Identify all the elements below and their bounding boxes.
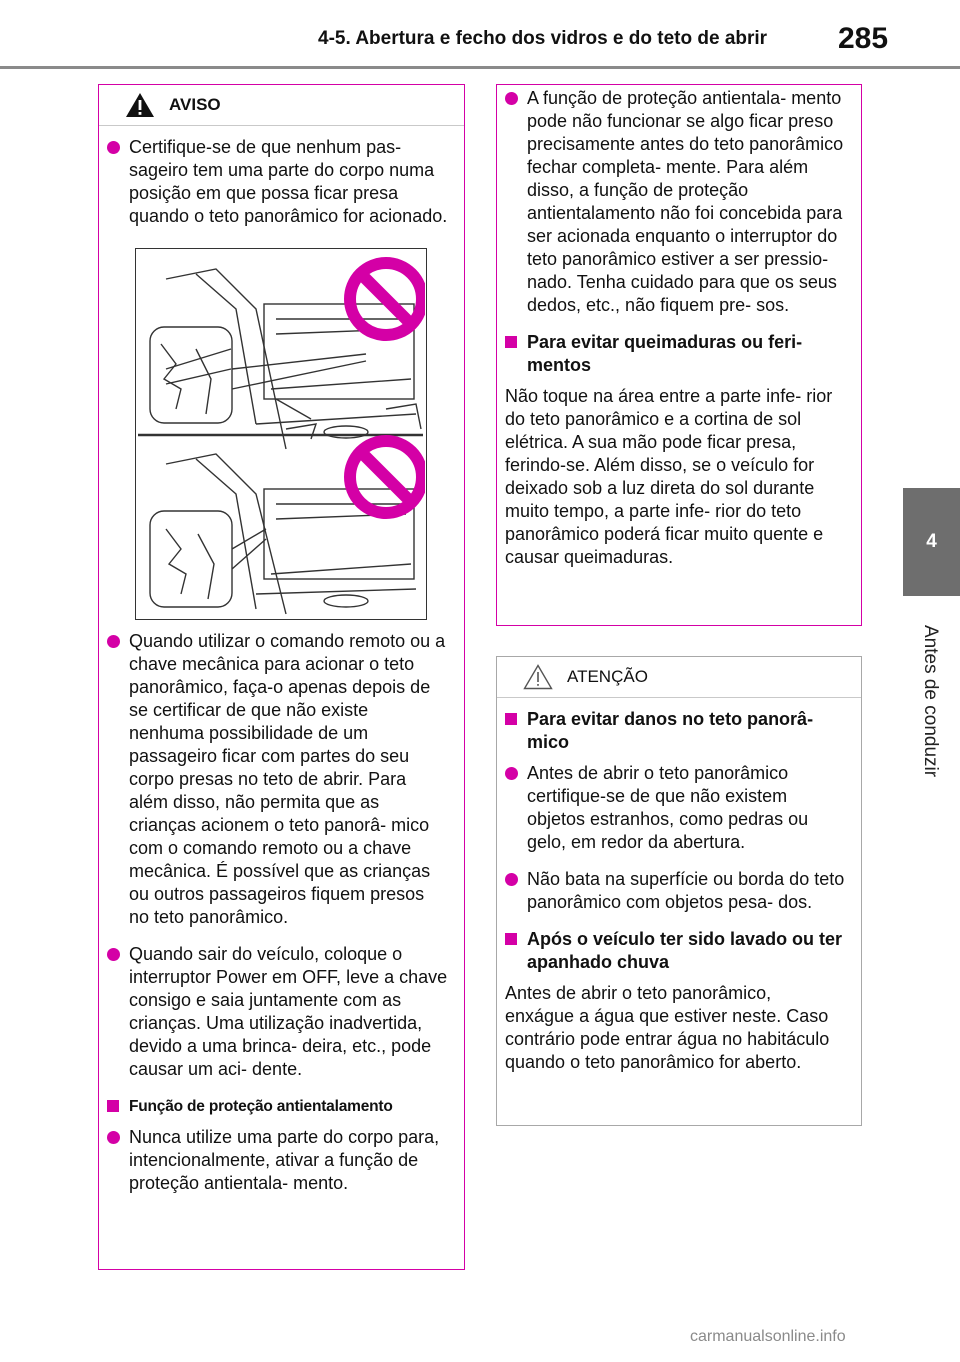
chapter-title: Antes de conduzir bbox=[920, 624, 941, 778]
warning-item-text: A função de proteção antientala- mento p… bbox=[527, 88, 844, 315]
warning-subheading: Função de proteção antientalamento bbox=[107, 1095, 448, 1118]
caution-item-text: Antes de abrir o teto panorâmico certifi… bbox=[527, 763, 809, 852]
page-number: 285 bbox=[838, 22, 889, 55]
warning-item: Quando utilizar o comando remoto ou a ch… bbox=[107, 630, 448, 929]
caution-header: ATENÇÃO bbox=[497, 657, 861, 698]
section-title: 4-5. Abertura e fecho dos vidros e do te… bbox=[318, 28, 768, 49]
warning-item: Certifique-se de que nenhum pas- sageiro… bbox=[107, 136, 448, 228]
prohibited-icon bbox=[344, 435, 425, 519]
warning-item-text: Quando utilizar o comando remoto ou a ch… bbox=[129, 631, 446, 927]
caution-subheading: Após o veículo ter sido lavado ou ter ap… bbox=[505, 928, 845, 974]
warning-subheading: Para evitar queimaduras ou feri- mentos bbox=[505, 331, 845, 377]
square-bullet-icon bbox=[107, 1100, 119, 1112]
warning-item-text: Certifique-se de que nenhum pas- sageiro… bbox=[129, 137, 448, 226]
warning-title: AVISO bbox=[169, 95, 221, 114]
header-rule bbox=[0, 66, 960, 69]
caution-item: Não bata na superfície ou borda do teto … bbox=[505, 868, 845, 914]
warning-header: AVISO bbox=[99, 85, 464, 126]
warning-item-text: Quando sair do veículo, coloque o interr… bbox=[129, 944, 448, 1079]
warning-triangle-icon bbox=[126, 93, 154, 117]
caution-subheading: Para evitar danos no teto panorâ- mico bbox=[505, 708, 845, 754]
square-bullet-icon bbox=[505, 933, 517, 945]
caution-box: ATENÇÃO Para evitar danos no teto panorâ… bbox=[496, 656, 862, 1126]
warning-item: Nunca utilize uma parte do corpo para, i… bbox=[107, 1126, 448, 1195]
bullet-icon bbox=[505, 92, 518, 105]
square-bullet-icon bbox=[505, 713, 517, 725]
caution-subheading-text: Para evitar danos no teto panorâ- mico bbox=[527, 709, 814, 752]
chapter-title-tab: Antes de conduzir bbox=[900, 606, 960, 796]
warning-subheading-text: Para evitar queimaduras ou feri- mentos bbox=[527, 332, 803, 375]
bullet-icon bbox=[107, 1131, 120, 1144]
warning-paragraph: Não toque na área entre a parte infe- ri… bbox=[505, 386, 833, 567]
square-bullet-icon bbox=[505, 336, 517, 348]
bullet-icon bbox=[505, 767, 518, 780]
warning-box: AVISO Certifique-se de que nenhum pas- s… bbox=[98, 84, 465, 1270]
bullet-icon bbox=[505, 873, 518, 886]
warning-box-continued: A função de proteção antientala- mento p… bbox=[496, 84, 862, 626]
bullet-icon bbox=[107, 141, 120, 154]
caution-title: ATENÇÃO bbox=[567, 667, 648, 686]
illustration-panoramic-roof bbox=[135, 248, 427, 620]
bullet-icon bbox=[107, 948, 120, 961]
warning-item-text: Nunca utilize uma parte do corpo para, i… bbox=[129, 1127, 440, 1193]
warning-item: Quando sair do veículo, coloque o interr… bbox=[107, 943, 448, 1081]
watermark-text: carmanualsonline.info bbox=[690, 1328, 846, 1345]
caution-triangle-icon bbox=[523, 664, 553, 690]
caution-subheading-text: Após o veículo ter sido lavado ou ter ap… bbox=[527, 929, 843, 972]
prohibited-icon bbox=[344, 257, 425, 341]
caution-item-text: Não bata na superfície ou borda do teto … bbox=[527, 869, 845, 912]
chapter-number-tab: 4 bbox=[903, 488, 960, 596]
warning-item: A função de proteção antientala- mento p… bbox=[505, 87, 845, 317]
warning-subheading-text: Função de proteção antientalamento bbox=[129, 1098, 393, 1115]
caution-paragraph: Antes de abrir o teto panorâmico, enxágu… bbox=[505, 983, 830, 1072]
bullet-icon bbox=[107, 635, 120, 648]
caution-item: Antes de abrir o teto panorâmico certifi… bbox=[505, 762, 845, 854]
